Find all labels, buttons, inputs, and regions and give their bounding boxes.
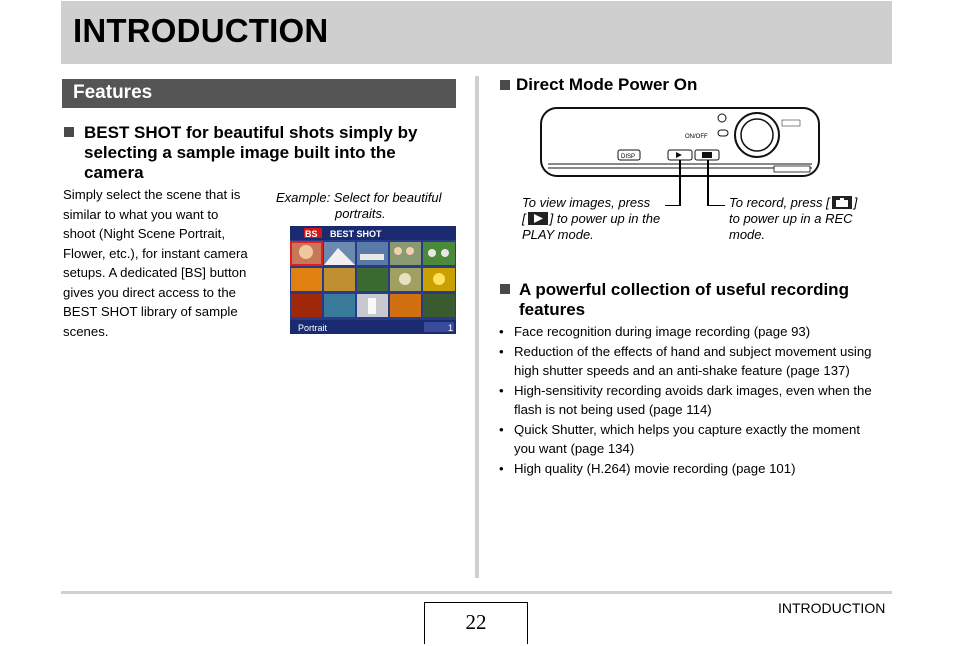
page-number: 22 bbox=[424, 602, 528, 644]
rec-leader-line-h bbox=[707, 205, 725, 206]
screen-title: BEST SHOT bbox=[330, 229, 382, 239]
list-item: Face recognition during image recording … bbox=[499, 322, 894, 342]
camera-icon: ON/OFF DISP bbox=[540, 107, 820, 177]
play-leader-line-h bbox=[665, 205, 681, 206]
list-item: Reduction of the effects of hand and sub… bbox=[499, 342, 894, 381]
camera-top-illustration: ON/OFF DISP bbox=[538, 104, 822, 178]
header-bar bbox=[61, 1, 892, 64]
square-bullet-icon bbox=[500, 284, 510, 294]
bs-logo: BS bbox=[305, 229, 318, 239]
play-caption: To view images, press [] to power up in … bbox=[522, 195, 661, 242]
section-title: Features bbox=[73, 82, 153, 103]
scene-counter: 1 bbox=[448, 323, 453, 333]
rec-leader-line bbox=[707, 160, 709, 206]
list-item: Quick Shutter, which helps you capture e… bbox=[499, 420, 894, 459]
list-item: High-sensitivity recording avoids dark i… bbox=[499, 381, 894, 420]
page-title: INTRODUCTION bbox=[73, 12, 329, 49]
best-shot-body: Simply select the scene that is similar … bbox=[63, 187, 248, 339]
recording-bullets: Face recognition during image recording … bbox=[499, 322, 894, 478]
onoff-label: ON/OFF bbox=[685, 134, 708, 140]
footer-section-label: INTRODUCTION bbox=[778, 600, 886, 616]
square-bullet-icon bbox=[64, 127, 74, 137]
disp-label: DISP bbox=[621, 154, 635, 160]
best-shot-screen: BS BEST SHOT Portrait 1 bbox=[290, 226, 456, 334]
footer-rule bbox=[61, 591, 892, 594]
scene-label: Portrait bbox=[298, 323, 328, 333]
list-item: High quality (H.264) movie recording (pa… bbox=[499, 459, 894, 479]
recording-heading: A powerful collection of useful recordin… bbox=[500, 280, 900, 320]
column-divider bbox=[475, 76, 479, 578]
play-icon bbox=[527, 212, 548, 225]
best-shot-screen-image: BS BEST SHOT Portrait 1 bbox=[290, 226, 456, 334]
example-caption: Example: Select for beautiful portraits. bbox=[276, 190, 442, 221]
camera-mode-icon bbox=[831, 196, 852, 209]
play-leader-line bbox=[679, 160, 681, 206]
section-bar bbox=[62, 79, 456, 108]
best-shot-heading: BEST SHOT for beautiful shots simply by … bbox=[62, 123, 462, 183]
rec-caption: To record, press [] to power up in a REC… bbox=[729, 195, 858, 242]
direct-mode-heading: Direct Mode Power On bbox=[500, 75, 697, 95]
square-bullet-icon bbox=[500, 80, 510, 90]
